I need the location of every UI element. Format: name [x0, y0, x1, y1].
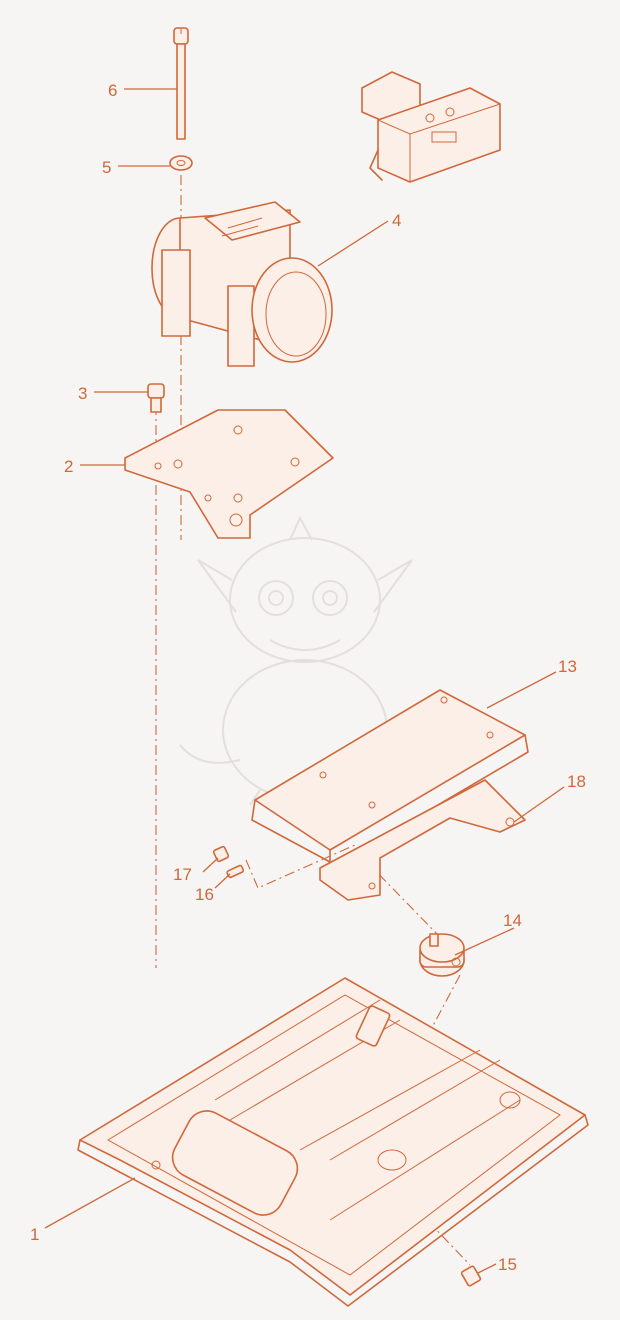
callout-4: 4: [392, 211, 401, 230]
callout-2: 2: [64, 457, 73, 476]
callout-13: 13: [558, 657, 577, 676]
part-6-long-bolt: [173, 27, 189, 140]
part-1-base-frame: [77, 977, 589, 1307]
part-18-lower-bracket: [319, 779, 526, 901]
callout-17: 17: [173, 865, 192, 884]
callout-6: 6: [108, 81, 117, 100]
part-13-cradle: [251, 689, 529, 867]
part-5-washer: [169, 155, 193, 171]
leader-4: [317, 220, 389, 267]
callout-15: 15: [498, 1255, 517, 1274]
callout-14: 14: [503, 911, 522, 930]
part-16-pin: [226, 864, 245, 879]
centerline-mount: [364, 859, 439, 936]
leader-lines: [44, 88, 565, 1274]
leader-14: [454, 927, 515, 956]
part-2-mounting-plate: [124, 409, 334, 539]
part-17-nut: [212, 845, 230, 863]
part-4-motor: [151, 201, 333, 367]
leader-13: [486, 671, 557, 709]
control-module: [361, 71, 501, 183]
leader-16: [214, 873, 231, 889]
centerline-pin: [245, 844, 356, 889]
leader-15: [477, 1263, 497, 1274]
callout-1: 1: [30, 1225, 39, 1244]
callout-5: 5: [102, 158, 111, 177]
part-14-rubber-mount: [419, 933, 465, 977]
callout-3: 3: [78, 384, 87, 403]
callout-labels: 6 5 4 3 2 1 13 18 14 17 16 15: [30, 81, 586, 1274]
leader-17: [202, 857, 219, 873]
leader-1: [44, 1177, 136, 1229]
callout-16: 16: [195, 885, 214, 904]
leader-18: [513, 786, 565, 823]
callout-18: 18: [567, 772, 586, 791]
part-15-screw: [460, 1265, 482, 1287]
part-3-small-bolt: [147, 383, 165, 413]
